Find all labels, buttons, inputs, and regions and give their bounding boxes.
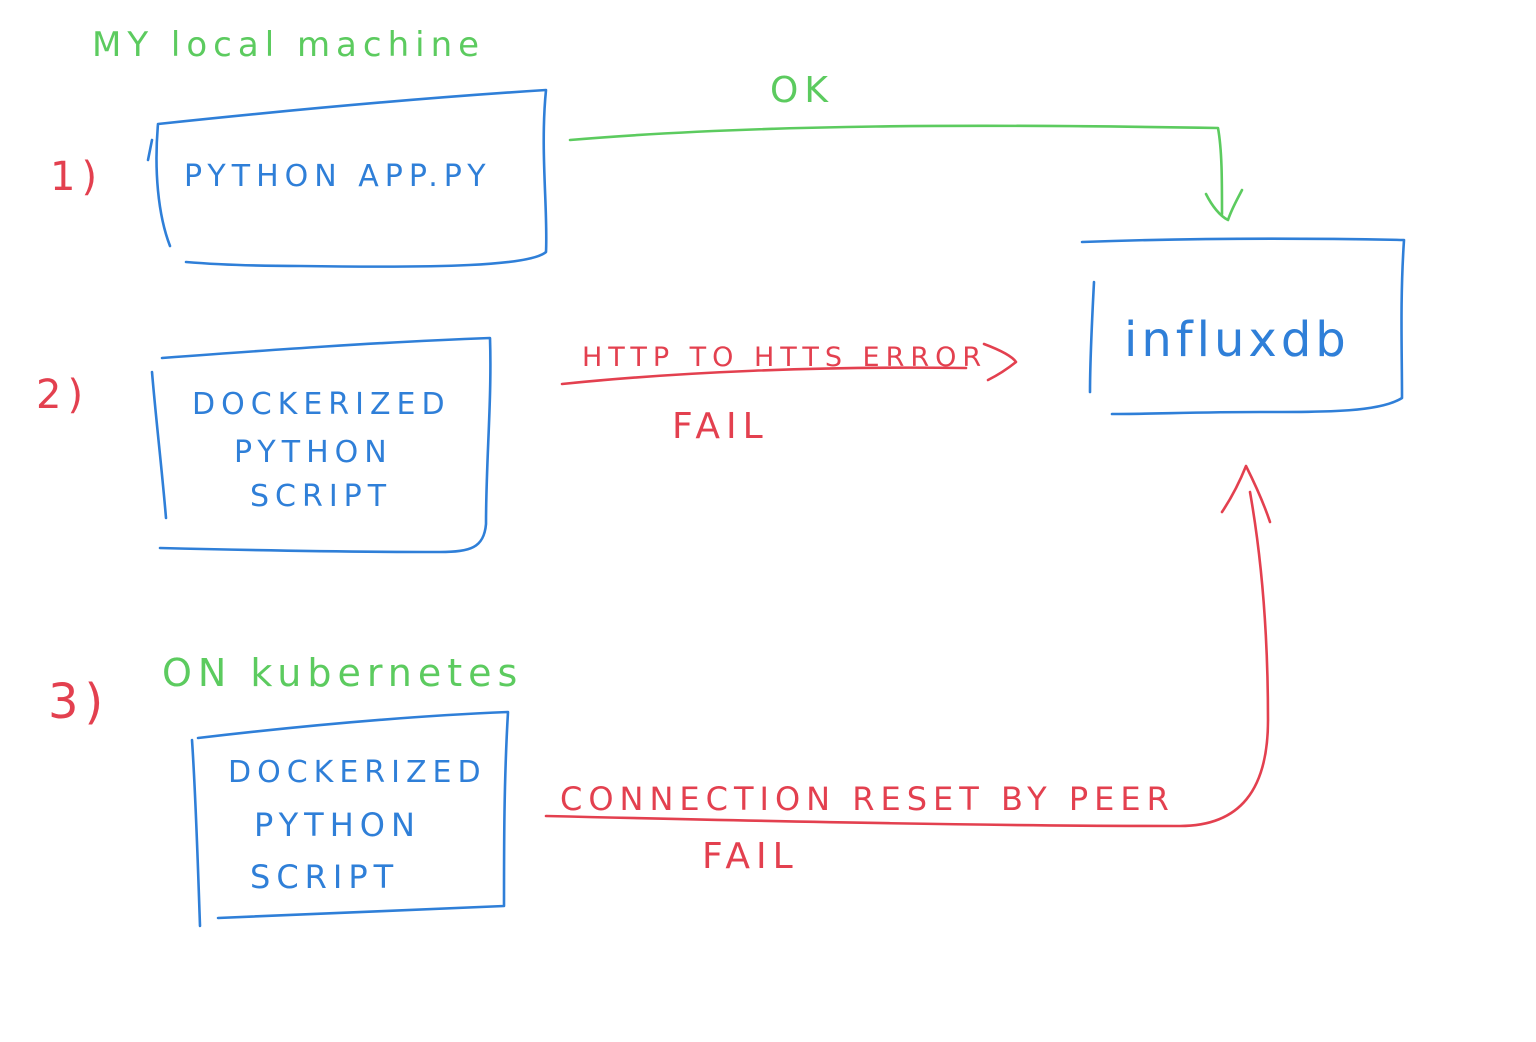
- box-dockerized-k8s-line2: PYTHON: [254, 806, 421, 844]
- box-dockerized-k8s-line1: DOCKERIZED: [228, 755, 487, 790]
- connection-reset-line: [544, 490, 1270, 828]
- box-dockerized-k8s-line3: SCRIPT: [250, 858, 399, 896]
- connection-reset-arrowhead: [1220, 464, 1272, 524]
- box-python-app: [146, 88, 548, 268]
- box-python-app-label: PYTHON APP.PY: [184, 159, 492, 194]
- box-dockerized-local-line3: SCRIPT: [250, 479, 392, 514]
- box-dockerized-local: [150, 336, 492, 554]
- box-dockerized-local-line1: DOCKERIZED: [192, 387, 451, 422]
- box-influxdb: [1080, 237, 1406, 416]
- heading-on-kubernetes: ON kubernetes: [162, 651, 523, 695]
- connection-http-error-line: [560, 366, 968, 386]
- step-2-label: 2): [36, 372, 89, 418]
- connection-http-error-status: FAIL: [672, 406, 769, 447]
- step-3-label: 3): [48, 674, 109, 730]
- step-1-label: 1): [50, 154, 103, 200]
- heading-local-machine: MY local machine: [92, 25, 485, 65]
- connection-ok-arrowhead: [1204, 188, 1244, 222]
- connection-reset-label: CONNECTION RESET BY PEER: [560, 780, 1175, 818]
- box-dockerized-k8s: [190, 710, 510, 928]
- box-influxdb-label: influxdb: [1124, 312, 1350, 368]
- connection-reset-status: FAIL: [702, 836, 799, 877]
- connection-http-error-arrowhead: [982, 342, 1018, 382]
- connection-ok-line: [568, 124, 1224, 216]
- connection-ok-label: OK: [770, 70, 834, 111]
- box-dockerized-local-line2: PYTHON: [234, 435, 393, 470]
